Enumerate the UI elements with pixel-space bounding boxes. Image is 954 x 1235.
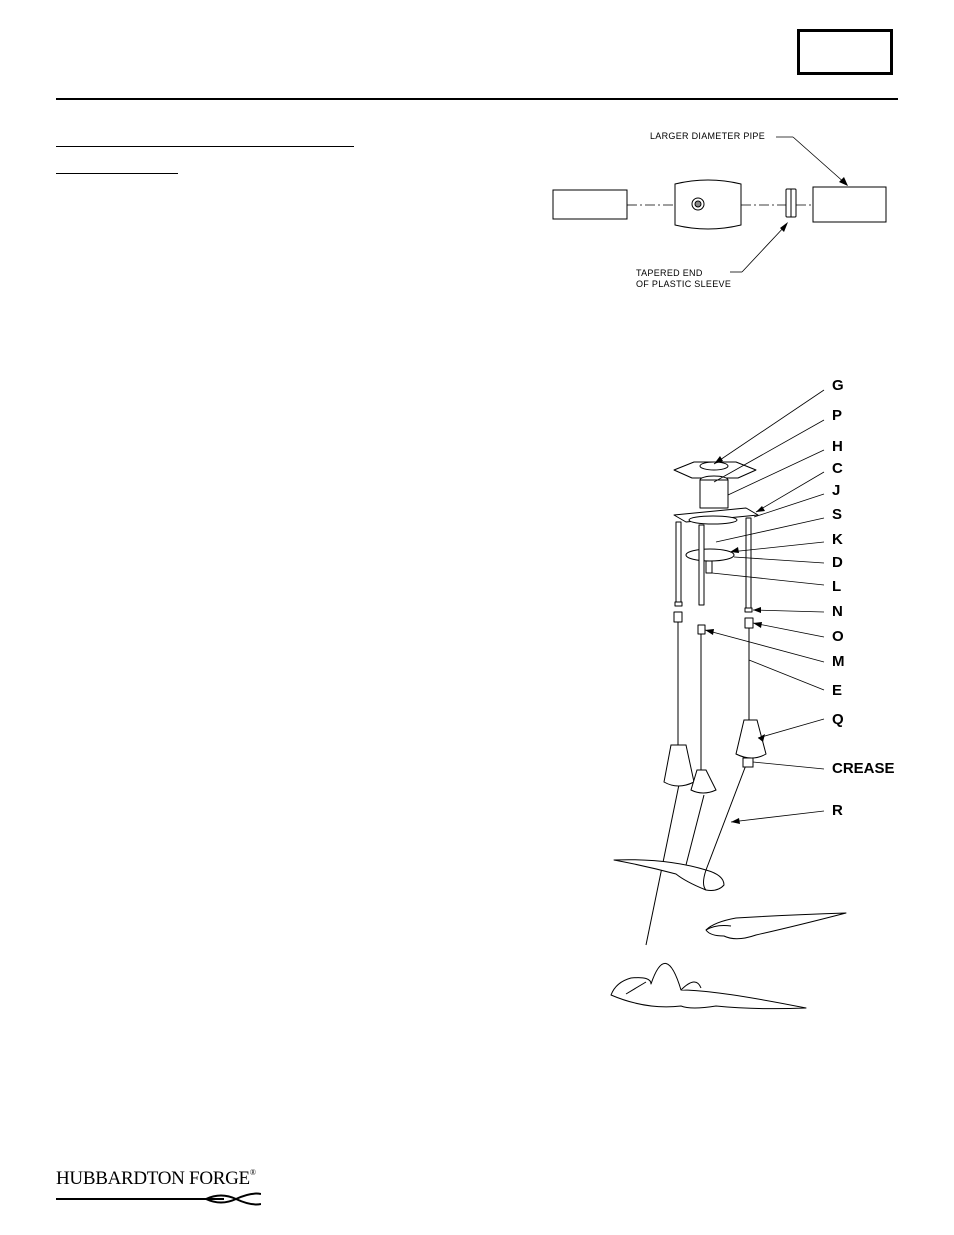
callout-crease: CREASE xyxy=(832,760,895,777)
callout-m: M xyxy=(832,653,845,670)
callout-k: K xyxy=(832,531,843,548)
logo-wordmark: HUBBARDTON FORGE® xyxy=(56,1168,256,1190)
glass-shade-3 xyxy=(610,962,807,1010)
fitting-body xyxy=(674,179,742,230)
pipe-sleeve-detail-figure xyxy=(552,136,887,273)
large-pipe xyxy=(812,186,887,223)
tongs-logo-mark xyxy=(56,1192,261,1206)
callout-s: S xyxy=(832,506,843,523)
callout-r: R xyxy=(832,802,843,819)
callout-o: O xyxy=(832,628,844,645)
glass-shade-2 xyxy=(705,912,847,940)
logo-text: HUBBARDTON FORGE xyxy=(56,1168,250,1189)
small-pipe xyxy=(552,189,628,220)
callout-g: G xyxy=(832,377,844,394)
callout-d: D xyxy=(832,554,843,571)
header-rule xyxy=(56,98,898,100)
sleeve-label-line1: TAPERED END xyxy=(636,268,703,278)
registered-mark: ® xyxy=(249,1168,256,1177)
socket-cone-1 xyxy=(663,744,695,787)
glass-shade-1 xyxy=(613,859,725,891)
callout-e: E xyxy=(832,682,843,699)
callout-h: H xyxy=(832,438,843,455)
page-number-box xyxy=(797,29,893,75)
hubbardton-forge-logo: HUBBARDTON FORGE® xyxy=(56,1168,266,1210)
callout-c: C xyxy=(832,460,843,477)
callout-p: P xyxy=(832,407,843,424)
pendant-assembly-figure xyxy=(606,370,904,1020)
callout-n: N xyxy=(832,603,843,620)
callout-j: J xyxy=(832,482,841,499)
callout-q: Q xyxy=(832,711,844,728)
title-underline-2 xyxy=(56,173,178,174)
shade-disk xyxy=(685,548,735,562)
title-underline-1 xyxy=(56,146,354,147)
socket-cone-2 xyxy=(690,769,717,794)
callout-l: L xyxy=(832,578,842,595)
sleeve-label-line2: OF PLASTIC SLEEVE xyxy=(636,279,732,289)
larger-pipe-label: LARGER DIAMETER PIPE xyxy=(650,131,766,141)
